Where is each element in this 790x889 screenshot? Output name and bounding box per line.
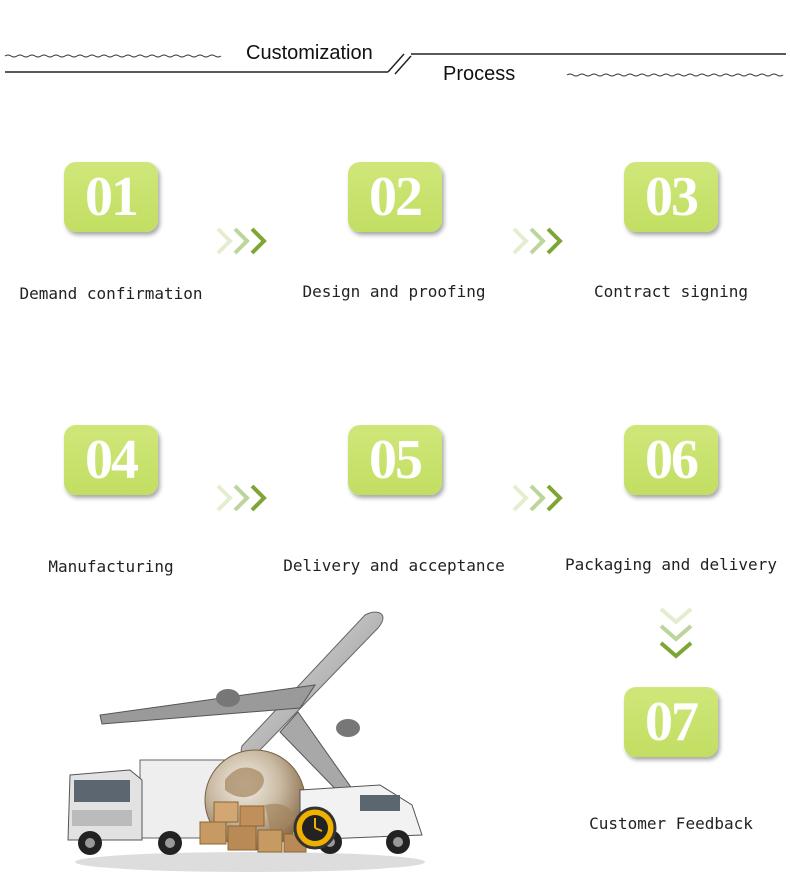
- triple-chevron-right-icon: [512, 227, 563, 255]
- triple-chevron-down-icon: [659, 607, 693, 659]
- step-01-badge: 01: [64, 162, 158, 232]
- step-03-badge: 03: [624, 162, 718, 232]
- header-decoration: [4, 53, 786, 77]
- truck-icon: [67, 759, 251, 855]
- step-07-label: Customer Feedback: [589, 814, 753, 833]
- logistics-illustration: [67, 611, 425, 872]
- globe-icon: [204, 749, 306, 851]
- boxes-icon: [199, 801, 307, 853]
- step-01-label: Demand confirmation: [19, 284, 203, 303]
- stopwatch-icon: [293, 806, 337, 850]
- step-05-badge: 05: [348, 425, 442, 495]
- step-07-badge: 07: [624, 687, 718, 757]
- step-02-label: Design and proofing: [302, 282, 486, 301]
- step-06-badge: 06: [624, 425, 718, 495]
- page-title: Customization: [246, 42, 373, 64]
- step-03-label: Contract signing: [593, 282, 749, 301]
- step-05-label: Delivery and acceptance: [283, 556, 505, 575]
- step-04-label: Manufacturing: [48, 557, 174, 576]
- page-subtitle: Process: [443, 63, 516, 85]
- step-06-label: Packaging and delivery: [565, 555, 777, 574]
- airplane-icon: [99, 611, 384, 805]
- triple-chevron-right-icon: [512, 484, 563, 512]
- step-04-badge: 04: [64, 425, 158, 495]
- triple-chevron-right-icon: [216, 227, 267, 255]
- step-02-badge: 02: [348, 162, 442, 232]
- triple-chevron-right-icon: [216, 484, 267, 512]
